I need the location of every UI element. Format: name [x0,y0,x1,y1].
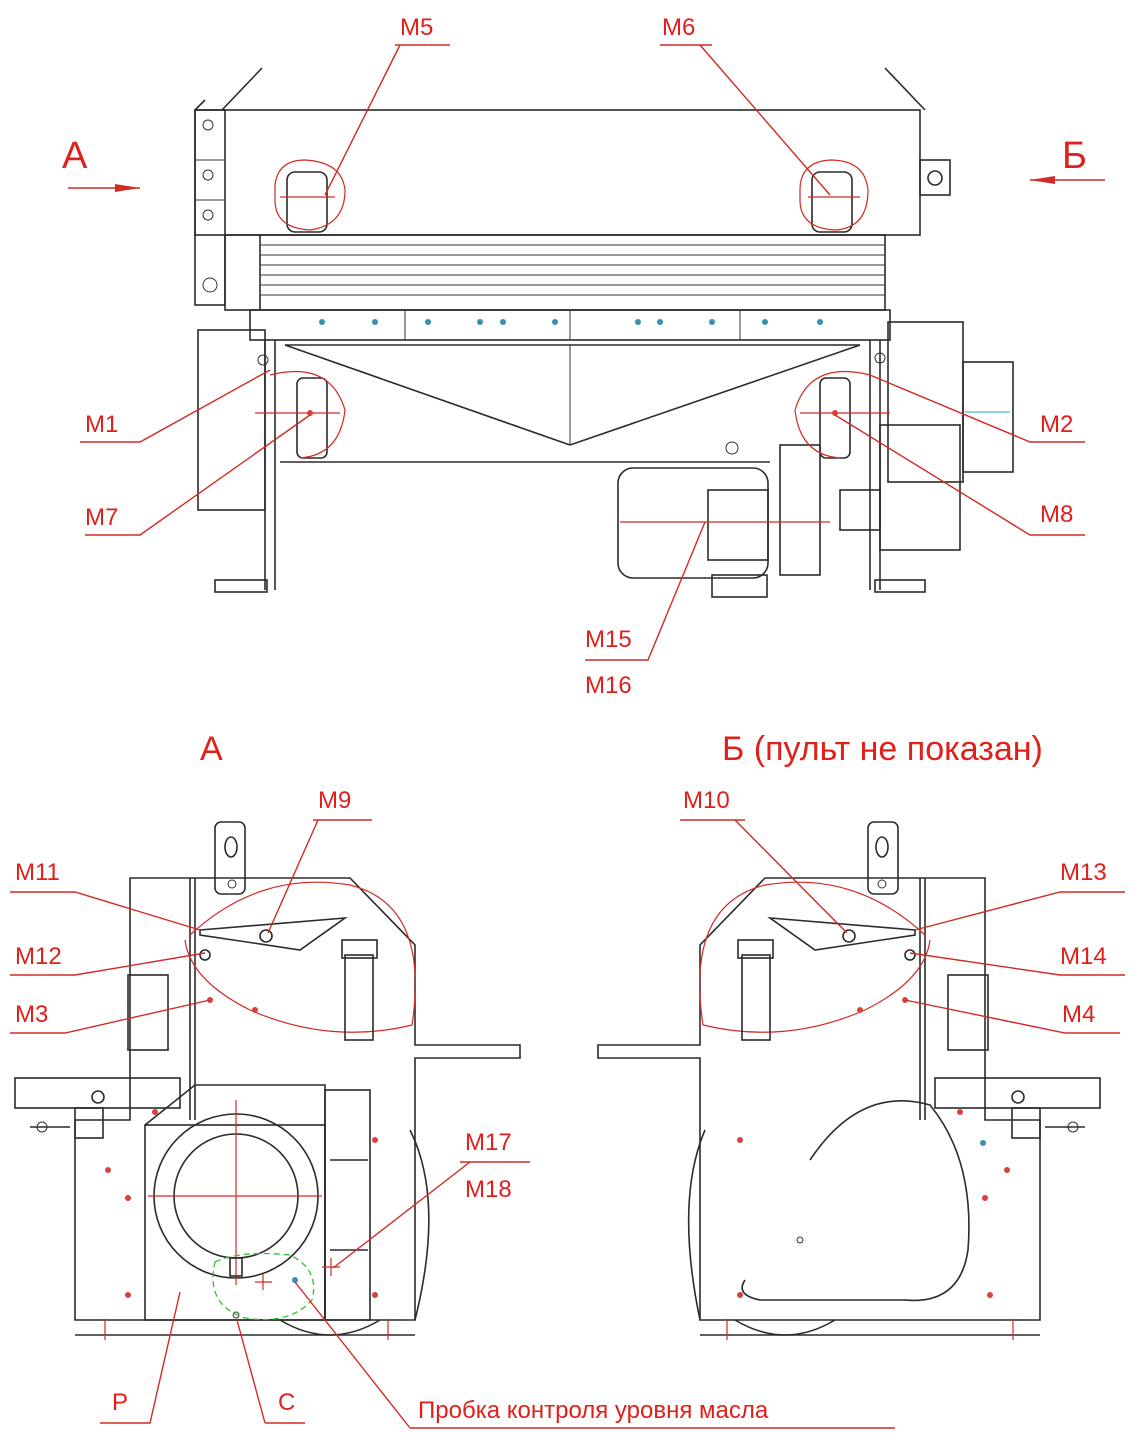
label-m18: М18 [465,1176,512,1203]
side-view-b-labels: М10 М13 М14 М4 [680,787,1125,1034]
leader-m14 [909,952,1125,976]
label-m14: М14 [1060,943,1107,970]
label-m17: М17 [465,1129,512,1156]
view-a-title: А [200,730,223,768]
label-m10: М10 [683,787,730,814]
arrow-a-label: А [62,135,88,177]
label-m11: М11 [15,859,60,886]
leader-m1 [80,369,271,443]
side-view-b [597,821,1101,1340]
leader-m8 [834,414,1085,536]
leader-m5 [324,44,450,196]
label-m16: М16 [585,672,632,699]
arrow-a-head [115,184,140,192]
front-view-labels: А Б М5 М6 М1 М2 М7 М8 М15 М16 [62,14,1105,699]
leader-oil-plug [294,1281,895,1429]
label-m8: М8 [1040,501,1073,528]
leader-m7 [85,414,311,536]
leader-m11 [10,891,201,931]
leader-p [100,1291,181,1424]
leader-m13 [914,891,1125,931]
leader-m17-m18 [332,1161,530,1269]
leader-m2 [869,374,1085,443]
leader-c [236,1319,305,1424]
leader-m10 [680,819,848,934]
leader-m3 [10,999,211,1034]
label-m6: М6 [662,14,695,41]
label-m15: М15 [585,626,632,653]
label-m7: М7 [85,504,118,531]
label-c: С [278,1389,295,1416]
leader-m4 [904,999,1120,1034]
label-m3: М3 [15,1001,48,1028]
leader-m12 [10,952,206,976]
side-view-a-labels: М9 М11 М12 М3 М17 М18 Р С Пробка контрол… [10,787,895,1429]
label-m1: М1 [85,411,118,438]
side-view-a [14,821,521,1340]
leader-m15-m16 [585,521,706,661]
label-m5: М5 [400,14,433,41]
arrow-b-head [1030,176,1055,184]
label-m2: М2 [1040,411,1073,438]
arrow-b-label: Б [1062,135,1087,177]
label-m4: М4 [1062,1001,1095,1028]
label-m9: М9 [318,787,351,814]
view-b-title: Б (пульт не показан) [722,730,1043,768]
leader-m9 [267,819,372,934]
label-p: Р [112,1389,128,1416]
label-m13: М13 [1060,859,1107,886]
label-oil-plug: Пробка контроля уровня масла [418,1397,769,1424]
label-m12: М12 [15,943,62,970]
front-view [194,67,1014,598]
leader-m6 [660,44,831,196]
